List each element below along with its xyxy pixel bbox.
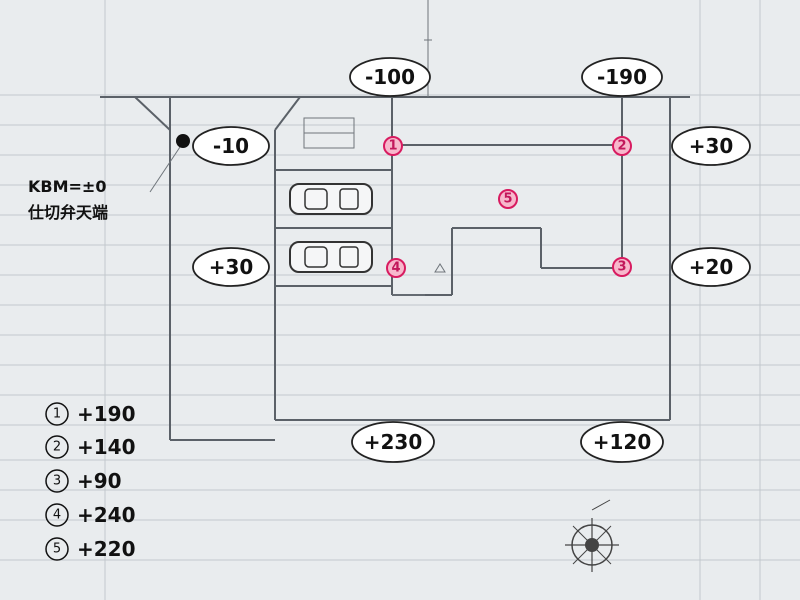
svg-text:3: 3 xyxy=(53,474,61,489)
level-label-bottom-right: +120 xyxy=(580,421,664,463)
survey-point-3: 3 xyxy=(612,257,632,277)
svg-text:+30: +30 xyxy=(209,255,254,279)
legend-item-3: 3 +90 xyxy=(45,469,122,493)
level-label-top-right: -190 xyxy=(581,57,663,97)
svg-text:-190: -190 xyxy=(597,65,647,89)
survey-point-1: 1 xyxy=(383,136,403,156)
svg-text:+120: +120 xyxy=(593,430,652,454)
svg-text:5: 5 xyxy=(503,192,512,207)
svg-text:1: 1 xyxy=(388,139,397,154)
svg-text:+140: +140 xyxy=(77,435,136,459)
svg-text:+90: +90 xyxy=(77,469,122,493)
benchmark-line1: KBM=±0 xyxy=(28,177,106,196)
level-label-upper-left: -10 xyxy=(192,126,270,166)
level-label-middle-right: +20 xyxy=(671,247,751,287)
level-label-top-left: -100 xyxy=(349,57,431,97)
car-icon-upper xyxy=(289,183,373,215)
svg-text:3: 3 xyxy=(617,260,626,275)
svg-text:1: 1 xyxy=(53,407,61,422)
svg-text:-10: -10 xyxy=(213,134,249,158)
survey-point-2: 2 xyxy=(612,136,632,156)
level-label-middle-left: +30 xyxy=(192,247,270,287)
svg-text:+20: +20 xyxy=(689,255,734,279)
svg-text:+240: +240 xyxy=(77,503,136,527)
svg-text:-100: -100 xyxy=(365,65,415,89)
survey-point-5: 5 xyxy=(498,189,518,209)
svg-text:4: 4 xyxy=(391,261,400,276)
benchmark-line2: 仕切弁天端 xyxy=(27,203,108,222)
car-icon-lower xyxy=(289,241,373,273)
compass-rose-icon xyxy=(565,499,619,572)
svg-text:+190: +190 xyxy=(77,402,136,426)
survey-point-4: 4 xyxy=(386,258,406,278)
legend: 1 +190 2 +140 3 +90 4 +240 5 +220 xyxy=(45,402,136,561)
svg-text:5: 5 xyxy=(53,542,61,557)
svg-text:+220: +220 xyxy=(77,537,136,561)
level-label-bottom-left: +230 xyxy=(351,421,435,463)
level-label-upper-right: +30 xyxy=(671,126,751,166)
filled-dot-icon xyxy=(176,134,190,148)
svg-text:+30: +30 xyxy=(689,134,734,158)
legend-item-2: 2 +140 xyxy=(45,435,136,459)
legend-item-1: 1 +190 xyxy=(45,402,136,426)
legend-item-5: 5 +220 xyxy=(45,537,136,561)
svg-text:+230: +230 xyxy=(364,430,423,454)
svg-text:2: 2 xyxy=(617,139,626,154)
svg-text:4: 4 xyxy=(53,508,61,523)
svg-text:2: 2 xyxy=(53,440,61,455)
legend-item-4: 4 +240 xyxy=(45,503,136,527)
